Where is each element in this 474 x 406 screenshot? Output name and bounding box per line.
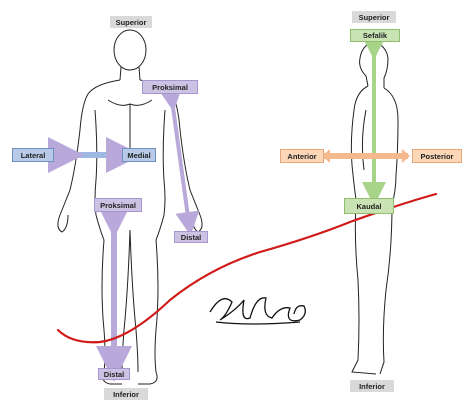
- arm-proksimal-distal-arrow: [158, 86, 200, 236]
- posterior-label: Posterior: [412, 149, 462, 163]
- front-superior-label: Superior: [110, 16, 152, 28]
- side-superior-label: Superior: [352, 11, 396, 23]
- lateral-label: Lateral: [12, 148, 54, 162]
- leg-distal-label: Distal: [98, 368, 130, 380]
- kaudal-label: Kaudal: [344, 198, 394, 214]
- leg-proksimal-label: Proksimal: [94, 198, 142, 212]
- arm-proksimal-label: Proksimal: [142, 80, 198, 94]
- handwritten-signature: [209, 297, 306, 325]
- anterior-label: Anterior: [280, 149, 324, 163]
- arm-distal-label: Distal: [174, 231, 208, 243]
- red-freehand-curve: [56, 192, 438, 344]
- side-inferior-label: Inferior: [350, 380, 394, 392]
- medial-label: Medial: [122, 148, 156, 162]
- front-inferior-label: Inferior: [104, 388, 148, 400]
- sefalik-label: Sefalik: [350, 29, 400, 42]
